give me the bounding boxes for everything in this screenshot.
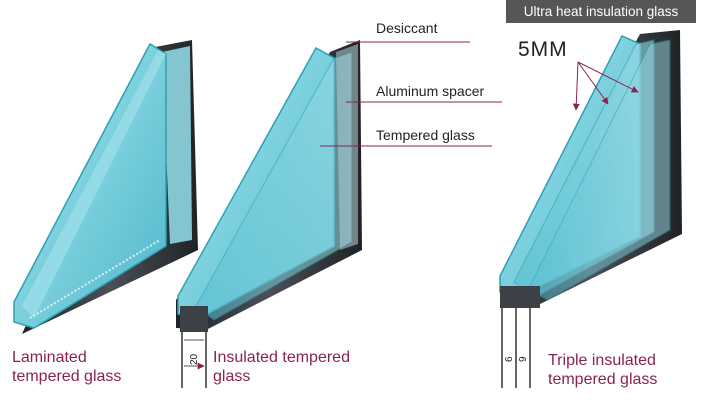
triple-pane-3: [527, 39, 671, 301]
laminated-interlayer: [29, 239, 161, 319]
triple-bottom-cap: [500, 286, 540, 308]
caption-laminated-line2: tempered glass: [12, 368, 122, 385]
insulated-bottom-cap: [180, 306, 208, 332]
triple-glass-unit: [499, 30, 682, 388]
triple-cross-section: [501, 308, 531, 388]
dim-triple-gap-1: 6: [504, 356, 515, 362]
caption-triple-line1: Triple insulated: [548, 352, 656, 369]
dim-insulated-gap: 20: [189, 353, 200, 365]
laminated-glass-unit: [13, 40, 198, 334]
thickness-label: 5MM: [518, 38, 568, 61]
caption-triple-line2: tempered glass: [548, 371, 658, 388]
aluminum-spacer-label: Aluminum spacer: [376, 83, 485, 99]
caption-insulated: Insulated tempered glass: [213, 348, 350, 386]
dim-triple-gap-2: 9: [518, 356, 529, 362]
caption-laminated-line1: Laminated: [12, 349, 87, 366]
laminated-side-face: [162, 46, 192, 244]
caption-insulated-line1: Insulated tempered: [213, 349, 350, 366]
caption-insulated-line2: glass: [213, 368, 251, 385]
caption-triple: Triple insulated tempered glass: [548, 351, 657, 389]
thickness-arrow-1: [572, 61, 580, 111]
laminated-pane-back: [22, 50, 166, 318]
insulated-cross-section: [181, 332, 207, 388]
thickness-arrow-3: [577, 61, 639, 93]
tempered-glass-label: Tempered glass: [376, 127, 475, 143]
title-banner: Ultra heat insulation glass: [506, 0, 696, 23]
insulated-pane-inner: [195, 51, 353, 321]
callout-leaders: [320, 41, 639, 147]
desiccant-label: Desiccant: [376, 20, 438, 36]
caption-laminated: Laminated tempered glass: [12, 348, 121, 386]
insulated-glass-unit: [176, 40, 362, 388]
thickness-arrow-2: [577, 61, 609, 105]
